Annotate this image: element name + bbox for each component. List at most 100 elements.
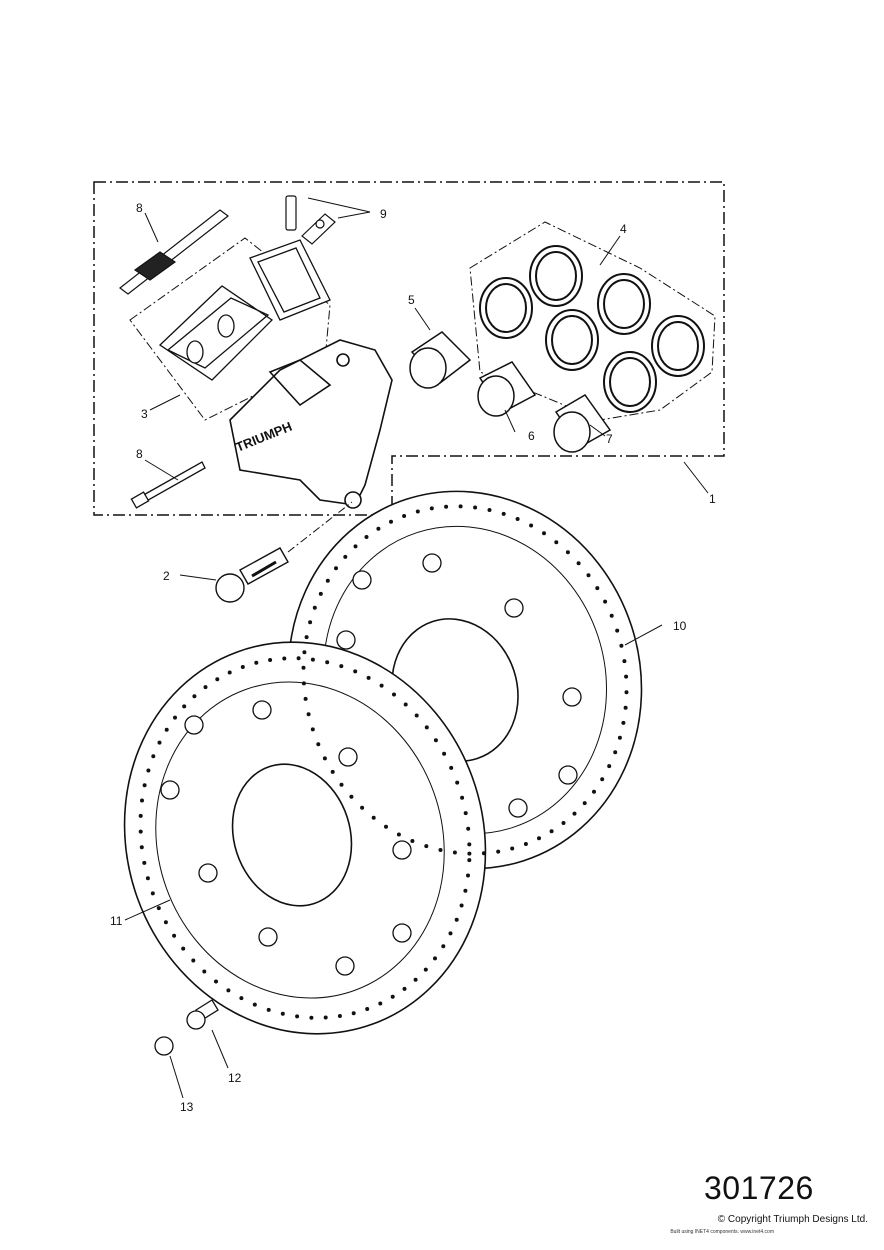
perforation-hole (343, 554, 348, 559)
perforation-hole (523, 842, 528, 846)
perforation-hole (364, 535, 369, 539)
perforation-hole (349, 794, 354, 799)
perforation-hole (308, 620, 313, 625)
brake-pads (158, 239, 331, 381)
perforation-hole (163, 920, 168, 925)
perforation-hole (173, 715, 177, 720)
perforation-hole (481, 851, 486, 856)
perforation-hole (227, 670, 232, 675)
caliper-mounting-bolt (215, 547, 289, 603)
perforation-hole (325, 578, 330, 583)
callout-10: 10 (673, 619, 687, 633)
perforation-hole (214, 979, 218, 984)
built-with-note: Built using INET4 components. www.inet4.… (670, 1229, 774, 1235)
perforation-hole (549, 829, 554, 834)
perforation-hole (410, 839, 415, 843)
perforation-hole (424, 844, 429, 849)
perforation-hole (312, 605, 317, 610)
perforation-hole (157, 740, 162, 745)
perforation-hole (181, 946, 186, 951)
perforation-hole (423, 967, 428, 972)
perforation-hole (415, 509, 420, 514)
callout-3: 3 (141, 407, 148, 421)
perforation-hole (444, 504, 449, 509)
perforation-hole (396, 832, 401, 837)
perforation-hole (392, 692, 396, 697)
front-disc-rivets (160, 700, 412, 976)
disc-cap (154, 1036, 174, 1056)
callout-12: 12 (228, 1071, 242, 1085)
callout-leaders (124, 197, 709, 1099)
perforation-hole (323, 1015, 328, 1020)
perforation-hole (182, 704, 187, 709)
perforation-hole (510, 846, 515, 851)
perforation-hole (371, 815, 376, 820)
perforation-hole (433, 738, 438, 743)
perforation-hole (378, 1001, 383, 1006)
callout-5: 5 (408, 293, 415, 307)
pad-group-outline (129, 237, 331, 421)
perforation-hole (537, 836, 541, 841)
perforation-hole (146, 768, 151, 773)
perforation-hole (254, 660, 259, 665)
callout-1: 1 (709, 492, 716, 506)
perforation-hole (322, 756, 327, 761)
perforation-hole (156, 906, 161, 911)
perforation-hole (142, 783, 147, 788)
perforation-hole (467, 858, 472, 863)
perforation-hole (389, 519, 393, 524)
perforation-hole (330, 769, 335, 774)
perforation-hole (306, 712, 311, 717)
perforation-hole (303, 696, 308, 701)
perforation-hole (572, 811, 577, 816)
perforation-hole (379, 683, 384, 688)
perforation-hole (150, 891, 155, 896)
perforation-hole (615, 628, 620, 633)
perforation-hole (473, 505, 478, 510)
perforation-hole (466, 873, 470, 878)
perforation-hole (609, 613, 614, 618)
perforation-hole (403, 702, 408, 707)
perforation-hole (623, 705, 628, 710)
perforation-hole (433, 956, 437, 961)
callout-13: 13 (180, 1100, 194, 1114)
perforation-hole (561, 821, 566, 825)
perforation-hole (353, 544, 358, 549)
perforation-hole (496, 849, 501, 854)
perforation-hole (529, 523, 534, 528)
perforation-hole (295, 1014, 300, 1019)
callout-11: 11 (110, 914, 123, 928)
perforation-hole (376, 526, 381, 531)
perforation-hole (501, 511, 506, 516)
perforation-hole (318, 591, 323, 596)
perforation-hole (280, 1011, 285, 1016)
perforation-hole (296, 656, 301, 661)
perforation-hole (316, 742, 321, 747)
perforation-hole (424, 725, 429, 730)
perforation-hole (595, 586, 600, 591)
perforation-hole (414, 713, 419, 718)
callout-7: 7 (606, 432, 613, 446)
front-disc-perforations (138, 656, 472, 1020)
perforation-hole (467, 842, 472, 847)
perforation-hole (302, 650, 307, 655)
perforation-hole (192, 694, 197, 699)
perforation-hole (554, 540, 559, 545)
perforation-hole (542, 531, 546, 536)
perforation-hole (266, 1007, 271, 1012)
perforation-hole (140, 798, 144, 803)
perforation-hole (466, 826, 471, 831)
perforation-hole (455, 780, 460, 785)
callout-8-clip: 8 (136, 201, 143, 215)
perforation-hole (442, 751, 447, 756)
piston-seals (479, 245, 705, 413)
perforation-hole (351, 1011, 356, 1016)
pad-spring-clip (119, 209, 229, 295)
perforation-hole (390, 994, 395, 999)
perforation-hole (365, 1007, 370, 1011)
perforation-hole (402, 986, 407, 991)
callout-9: 9 (380, 207, 387, 221)
perforation-hole (215, 677, 220, 682)
perforation-hole (619, 643, 624, 648)
perforation-hole (172, 933, 177, 938)
